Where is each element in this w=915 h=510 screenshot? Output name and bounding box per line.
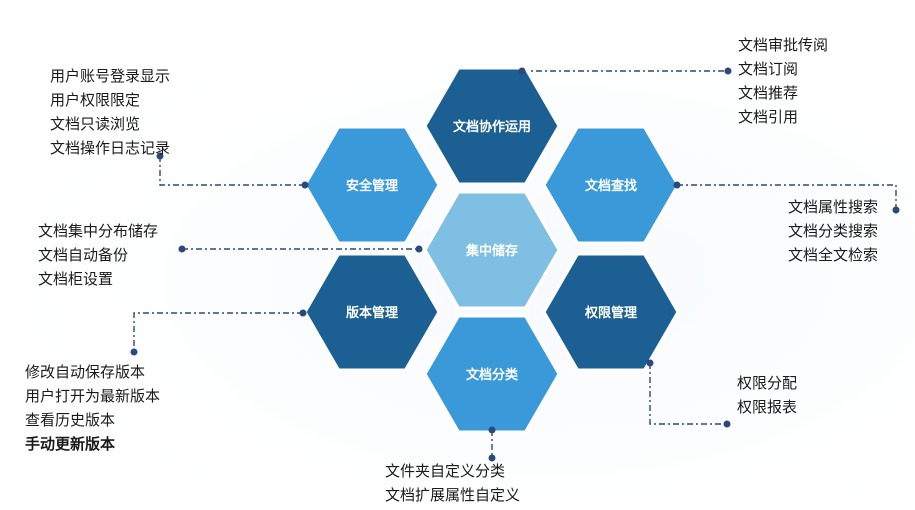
feature-item: 文档操作日志记录 — [50, 139, 171, 157]
dot-security-hex — [301, 181, 309, 189]
feature-item: 权限报表 — [737, 398, 798, 416]
hexagon-label-doc-search: 文档查找 — [585, 178, 637, 194]
dot-security-text — [156, 152, 164, 160]
feature-item: 文件夹自定义分类 — [385, 462, 506, 480]
feature-item: 文档引用 — [738, 108, 799, 126]
connector-version — [133, 312, 303, 352]
hexagon-classification — [423, 314, 561, 434]
connector-security — [159, 156, 305, 186]
connector-search — [677, 184, 897, 210]
feature-item: 文档自动备份 — [38, 246, 129, 264]
search-feature-list: 文档属性搜索文档分类搜索文档全文检索 — [788, 195, 878, 267]
version-feature-list: 修改自动保存版本用户打开为最新版本查看历史版本手动更新版本 — [25, 360, 160, 456]
feature-item: 文档审批传阅 — [738, 36, 829, 54]
feature-item: 文档扩展属性自定义 — [385, 486, 521, 504]
feature-item: 用户打开为最新版本 — [25, 387, 161, 405]
permission-feature-list: 权限分配权限报表 — [737, 371, 797, 419]
hexagon-label-central-storage: 集中储存 — [465, 243, 518, 259]
feature-item: 文档集中分布储存 — [38, 222, 159, 240]
classification-feature-list: 文件夹自定义分类文档扩展属性自定义 — [385, 459, 520, 507]
storage-feature-list: 文档集中分布储存文档自动备份文档柜设置 — [38, 219, 158, 291]
dot-collab-hex — [518, 67, 526, 75]
connector-dots — [130, 67, 900, 462]
feature-item: 用户权限限定 — [50, 91, 141, 109]
dot-classification-hex — [488, 426, 496, 434]
feature-item: 文档只读浏览 — [50, 115, 141, 133]
dot-version-text — [130, 348, 138, 356]
hexagon-label-version: 版本管理 — [346, 305, 398, 321]
dot-collab-text — [724, 67, 732, 75]
feature-item: 权限分配 — [737, 374, 798, 392]
hexagon-permission — [542, 252, 680, 372]
hexagon-label-permission: 权限管理 — [584, 305, 637, 321]
feature-item: 文档属性搜索 — [788, 198, 879, 216]
hexagon-security — [303, 125, 441, 245]
dot-search-text — [892, 206, 900, 214]
feature-item: 文档全文检索 — [788, 246, 879, 264]
feature-item: 文档柜设置 — [38, 270, 114, 288]
hexagon-version — [303, 252, 441, 372]
feature-item: 文档订阅 — [738, 60, 799, 78]
hexagon-doc-collab — [423, 66, 561, 186]
connector-permission — [649, 363, 727, 425]
dot-version-hex — [299, 309, 307, 317]
feature-item: 手动更新版本 — [25, 435, 116, 453]
dot-search-hex — [673, 181, 681, 189]
hexagon-label-doc-collab: 文档协作运用 — [453, 119, 531, 135]
connector-lines — [133, 70, 897, 458]
security-feature-list: 用户账号登录显示用户权限限定文档只读浏览文档操作日志记录 — [50, 64, 170, 160]
hexagon-label-classification: 文档分类 — [466, 367, 519, 383]
dot-classification-text — [488, 454, 496, 462]
dot-permission-hex — [646, 359, 654, 367]
collab-feature-list: 文档审批传阅文档订阅文档推荐文档引用 — [738, 33, 828, 129]
hexagon-central-storage — [423, 190, 561, 310]
feature-item: 查看历史版本 — [25, 411, 116, 429]
feature-item: 文档分类搜索 — [788, 222, 879, 240]
dot-storage-hex — [415, 245, 423, 253]
feature-item: 文档推荐 — [738, 84, 799, 102]
dot-permission-text — [723, 420, 731, 428]
dot-storage-text — [178, 245, 186, 253]
hexagon-label-security: 安全管理 — [346, 178, 398, 194]
feature-item: 修改自动保存版本 — [25, 363, 146, 381]
feature-item: 用户账号登录显示 — [50, 67, 171, 85]
